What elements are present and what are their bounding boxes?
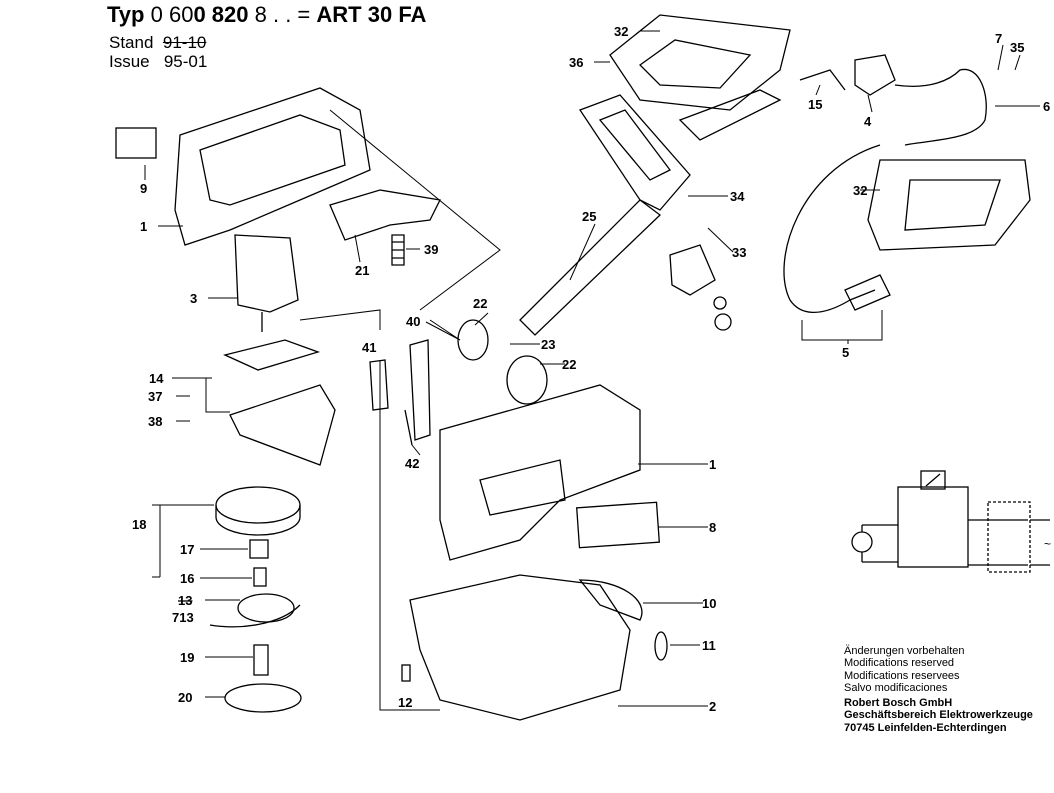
part-label-18: 18 (132, 517, 146, 532)
part-label-20: 20 (178, 690, 192, 705)
part-label-40: 40 (406, 314, 420, 329)
part-label-1: 1 (709, 457, 716, 472)
part-label-32: 32 (853, 183, 867, 198)
housing-half-part (174, 87, 371, 246)
part-label-16: 16 (180, 571, 194, 586)
switch-4-part (854, 54, 896, 96)
part-label-22: 22 (562, 357, 576, 372)
label-8-part (576, 501, 660, 549)
spool-cap-part (215, 486, 301, 524)
part-label-36: 36 (569, 55, 583, 70)
model-name: ART 30 FA (316, 2, 427, 27)
part-label-5: 5 (842, 345, 849, 360)
spool-base-20-part (224, 683, 302, 713)
sleeve-16-part (253, 567, 267, 587)
handle-cover-32b-part (867, 159, 1031, 251)
company-division: Geschäftsbereich Elektrowerkzeuge (844, 709, 1033, 722)
note-line: Modifications reservees (844, 669, 960, 682)
note-line: Modifications reserved (844, 657, 955, 670)
part-label-35: 35 (1010, 40, 1024, 55)
handle-tube-part (678, 89, 782, 141)
part-label-37: 37 (148, 389, 162, 404)
issue-value: 95-01 (163, 52, 208, 71)
part-label-713: 713 (172, 610, 194, 625)
guard-label-10-part (578, 579, 643, 621)
typ-number-c: 8 . . = (254, 2, 311, 27)
part-label-3: 3 (190, 291, 197, 306)
part-label-14: 14 (149, 371, 164, 386)
motor-housing-part (439, 384, 641, 561)
part-label-42: 42 (405, 456, 419, 471)
part-label-9: 9 (140, 181, 147, 196)
part-label-38: 38 (148, 414, 162, 429)
part-label-41: 41 (362, 340, 376, 355)
revision-info: Stand 91-10 Issue 95-01 (109, 33, 207, 71)
part-label-8: 8 (709, 520, 716, 535)
handle-part (579, 94, 691, 211)
typ-number-b: 0 820 (193, 2, 249, 27)
insert-11-part (654, 631, 668, 661)
cable-6-part (894, 68, 987, 146)
part-label-10: 10 (702, 596, 716, 611)
issue-label: Issue (109, 52, 150, 71)
part-label-7: 7 (995, 31, 1002, 46)
company-address: 70745 Leinfelden-Echterdingen (844, 721, 1007, 734)
cable-clamp-33-part (669, 244, 716, 296)
part-label-33: 33 (732, 245, 746, 260)
part-label-17: 17 (180, 542, 194, 557)
svg-text:~: ~ (1044, 537, 1051, 551)
terminal-block-part (229, 384, 336, 466)
blade-12-part (401, 664, 411, 682)
motor-plate-part (223, 339, 321, 371)
part-label-2: 2 (709, 699, 716, 714)
part-label-32: 32 (614, 24, 628, 39)
part-number-labels: 9121393143738181716137131920414042222322… (132, 24, 1050, 714)
stand-label: Stand (109, 33, 154, 52)
label-plate-part (115, 127, 157, 159)
part-label-39: 39 (424, 242, 438, 257)
part-label-19: 19 (180, 650, 194, 665)
note-line: Salvo modificaciones (844, 681, 948, 694)
wheel-22b-part (506, 355, 548, 405)
part-label-21: 21 (355, 263, 369, 278)
part-label-13: 13 (178, 593, 192, 608)
part-drawings: ~ (115, 14, 1051, 721)
guard-part (409, 574, 631, 721)
page-title: Typ 0 600 820 8 . . = ART 30 FA (107, 2, 426, 28)
part-label-25: 25 (582, 209, 596, 224)
part-label-22: 22 (473, 296, 487, 311)
mains-cord-part (783, 144, 881, 313)
spool-713-part (237, 593, 295, 623)
leader-lines (144, 30, 1040, 711)
note-line: Änderungen vorbehalten (844, 645, 965, 657)
spring-17-part (249, 539, 269, 559)
part-label-23: 23 (541, 337, 555, 352)
switch-part (329, 189, 441, 241)
part-label-12: 12 (398, 695, 412, 710)
cable-15-part (799, 69, 846, 91)
part-label-1: 1 (140, 219, 147, 234)
handle-cover-part (609, 14, 791, 111)
motor-part (234, 234, 299, 313)
typ-prefix: Typ (107, 2, 145, 27)
cover-41-part (369, 359, 389, 411)
part-label-4: 4 (864, 114, 872, 129)
notes-block: Änderungen vorbehalten Modifications res… (844, 645, 1033, 734)
typ-number-a: 0 60 (150, 2, 194, 27)
part-label-15: 15 (808, 97, 822, 112)
brush-holder-part (409, 339, 431, 441)
part-label-11: 11 (702, 638, 716, 653)
circuit-diagram: ~ (851, 470, 1051, 573)
wheel-22-part (457, 319, 489, 361)
plug-part (844, 274, 891, 311)
spring-19-part (253, 644, 269, 676)
company-name: Robert Bosch GmbH (844, 697, 953, 710)
stand-value: 91-10 (162, 33, 207, 52)
spring-39-part (391, 234, 405, 266)
part-label-6: 6 (1043, 99, 1050, 114)
part-label-34: 34 (730, 189, 745, 204)
shaft-tube-part (519, 199, 662, 336)
